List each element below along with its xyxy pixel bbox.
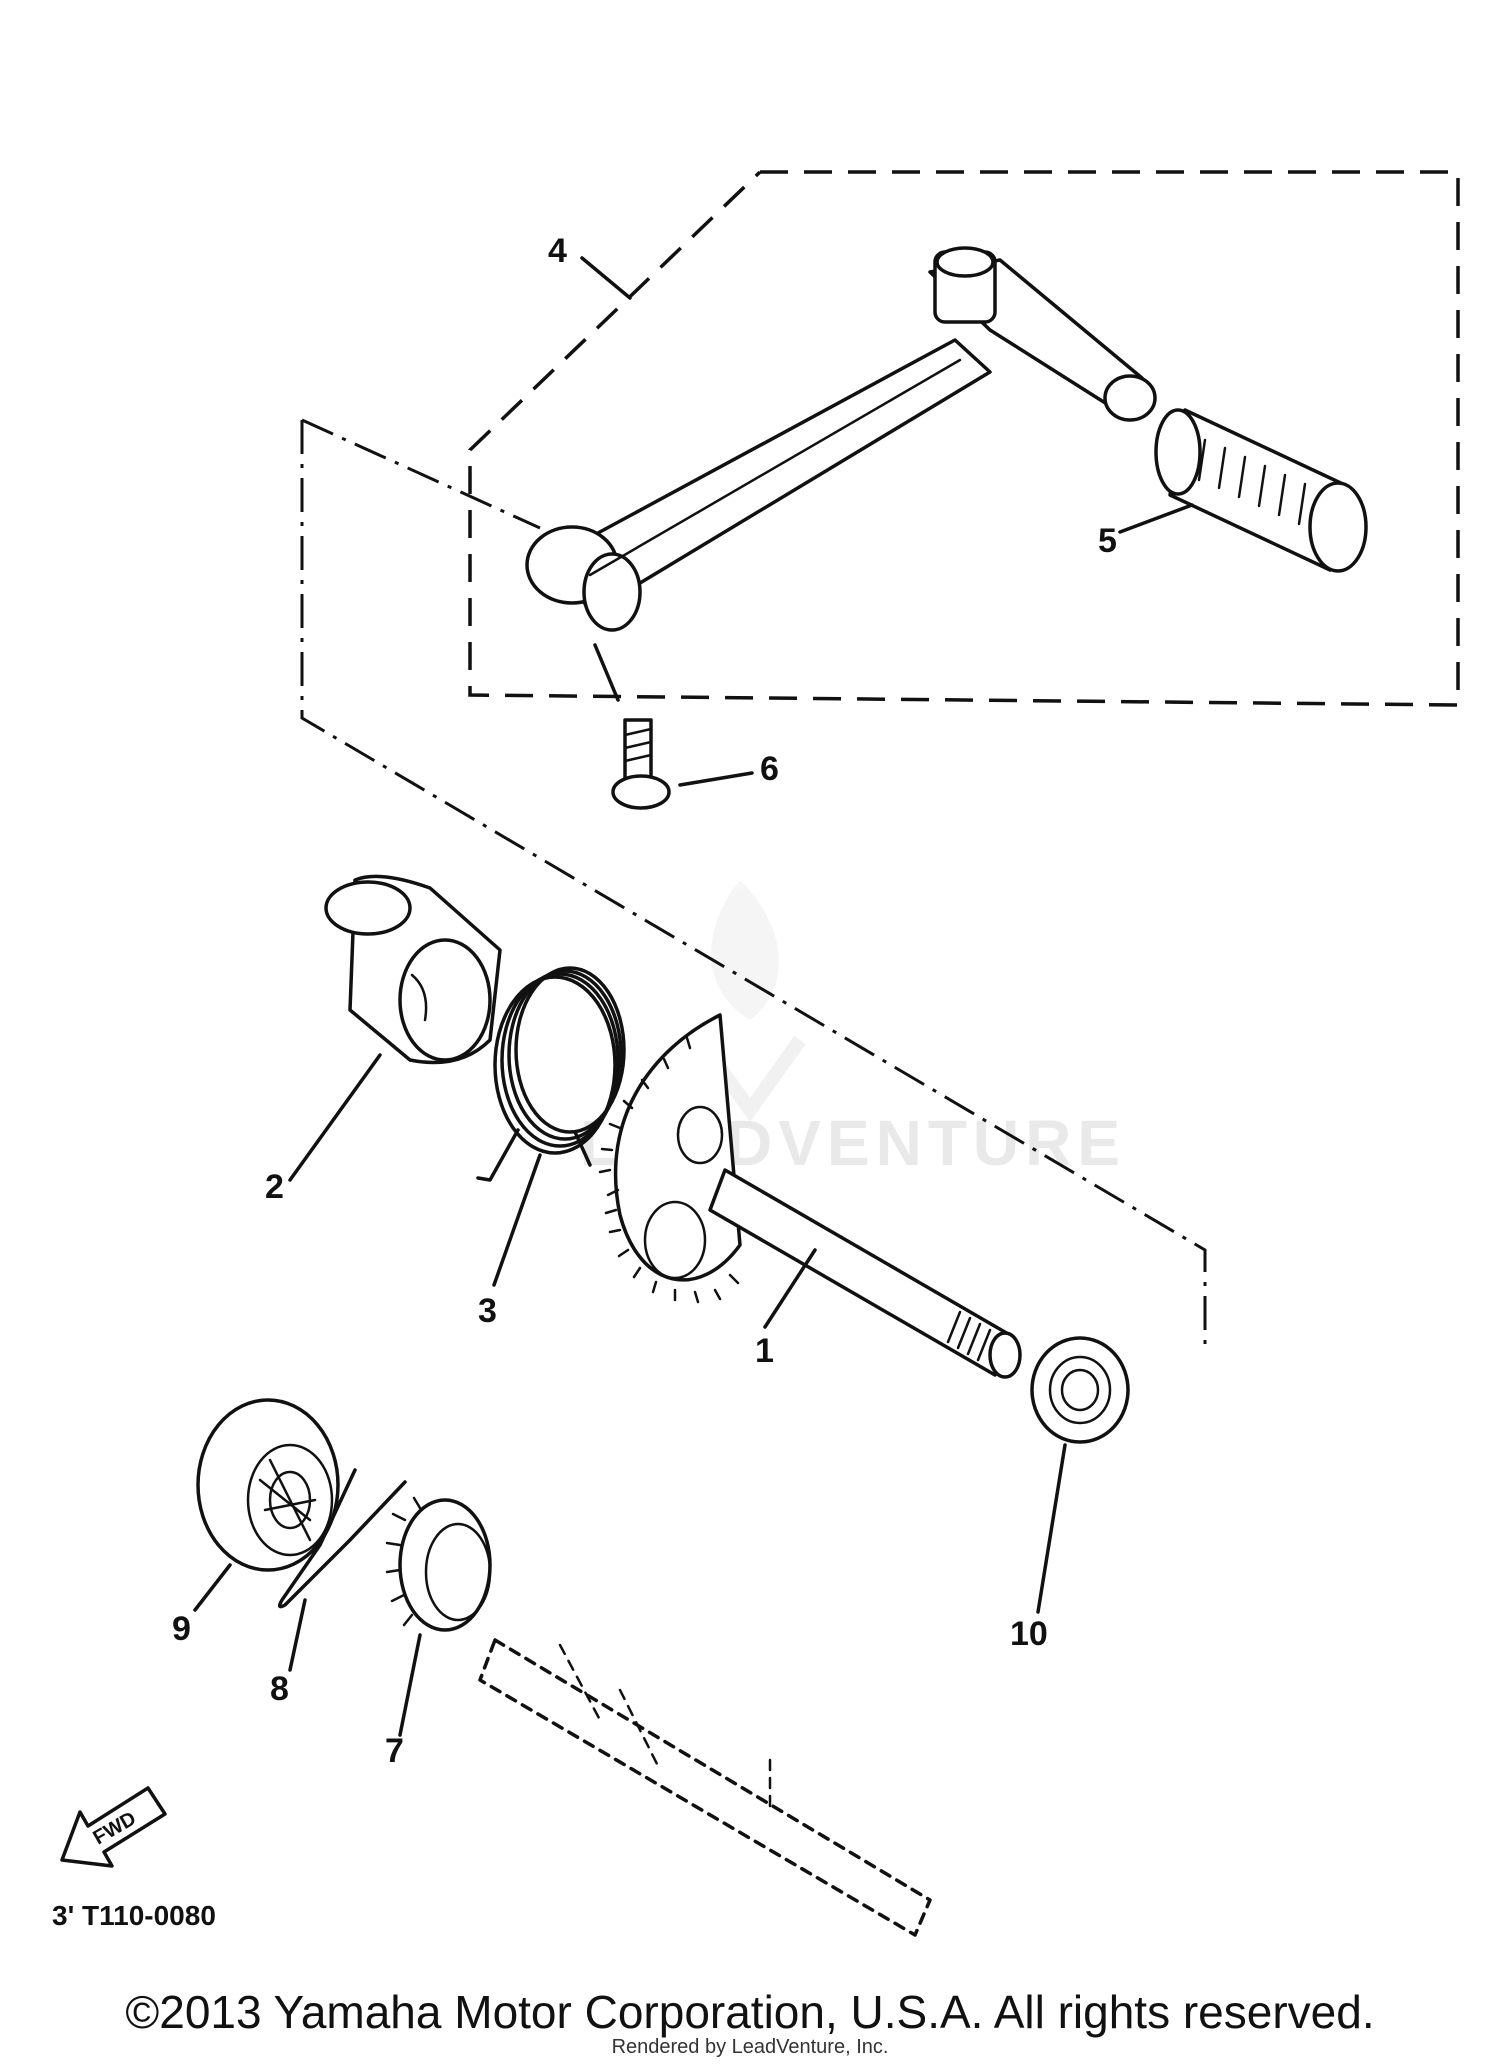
shaft-axis-outline [300,418,1207,1345]
torsion-spring [476,966,626,1182]
bolt [611,718,671,810]
copyright-notice: ©2013 Yamaha Motor Corporation, U.S.A. A… [125,1986,1375,2038]
kick-crank-arm [525,246,1144,632]
callout-1: 1 [755,1332,774,1370]
callout-8: 8 [270,1670,289,1708]
callout-9: 9 [172,1610,191,1648]
kick-crank-grip [1103,374,1368,573]
diagram-code: 3' T110-0080 [52,1900,216,1931]
main-axle-phantom [478,1638,932,1937]
rendered-by-credit: Rendered by LeadVenture, Inc. [611,2036,889,2058]
callout-2: 2 [265,1168,284,1206]
assembly-dashed-outline [468,170,1460,707]
spring-clip [277,1468,407,1609]
callout-4: 4 [548,232,567,270]
forward-direction-arrow: FWD [60,1786,167,1868]
callout-6: 6 [760,750,779,788]
callout-5: 5 [1098,522,1117,560]
kick-axle [708,1168,1022,1379]
callout-10: 10 [1010,1615,1048,1653]
callout-3: 3 [478,1292,497,1330]
kick-idle-gear [385,1496,492,1632]
kick-gear [598,1013,742,1304]
leader-lines [193,256,1194,1737]
bearing [1030,1336,1130,1444]
ratchet-wheel [196,1398,340,1572]
callout-7: 7 [385,1732,404,1770]
spring-guide [324,874,502,1065]
